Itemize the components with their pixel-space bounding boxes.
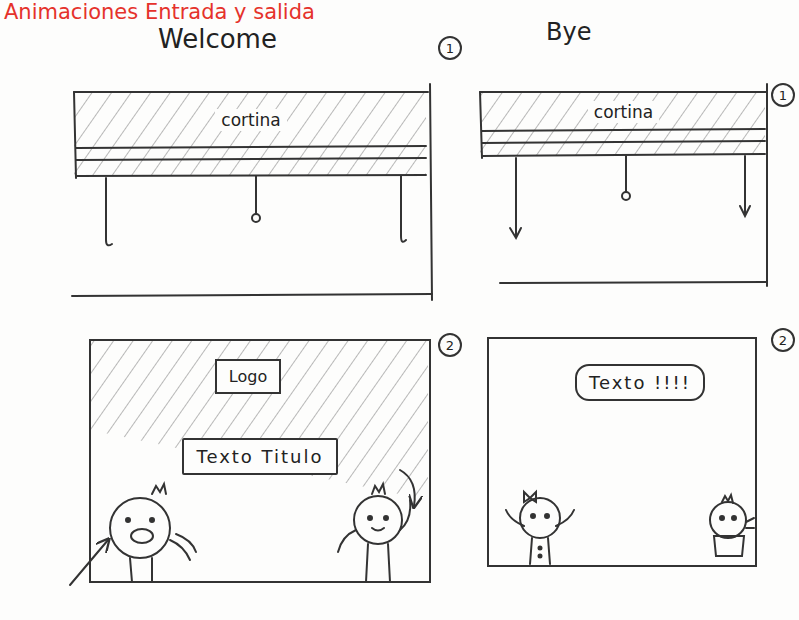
- page-title: Animaciones Entrada y salida: [4, 0, 315, 24]
- callout-number: 1: [779, 89, 787, 102]
- title-text-box: Texto Titulo: [182, 438, 337, 475]
- callout-number: 2: [446, 339, 454, 352]
- node-text: Texto Titulo: [196, 446, 323, 467]
- callout-number: 1: [446, 42, 454, 55]
- text-box: Texto !!!!: [575, 364, 705, 401]
- node-text: cortina: [215, 109, 286, 131]
- logo-box: Logo: [215, 359, 281, 394]
- node-text: Texto !!!!: [589, 372, 691, 393]
- curtain-band: cortina: [76, 94, 426, 146]
- curtain-band: cortina: [482, 94, 765, 129]
- panel-heading: Bye: [546, 20, 591, 44]
- node-text: cortina: [588, 101, 659, 123]
- panel-heading: Welcome: [158, 26, 277, 52]
- callout-number: 2: [779, 334, 787, 347]
- node-text: Logo: [229, 367, 267, 386]
